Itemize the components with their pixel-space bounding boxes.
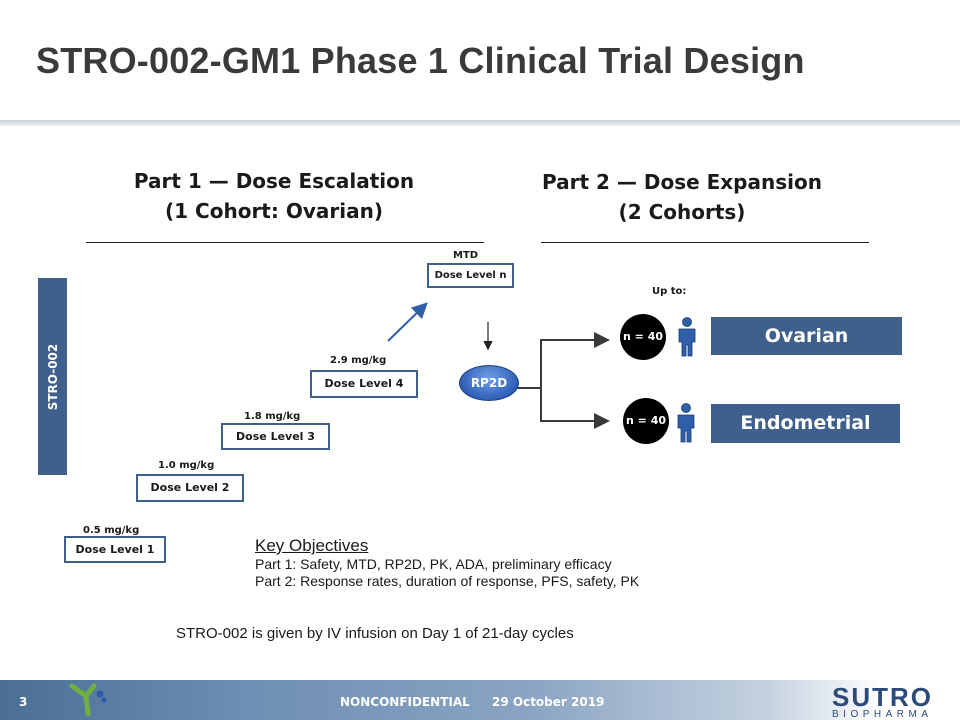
dose-level-3-dose: 1.8 mg/kg: [244, 411, 301, 422]
dose-level-n-box: Dose Level n: [427, 263, 514, 288]
footer-date: 29 October 2019: [492, 695, 605, 709]
escalation-arrow: [387, 302, 428, 342]
part2-heading-line2: (2 Cohorts): [618, 200, 746, 224]
sutro-logo: SUTRO BIOPHARMA: [832, 682, 942, 720]
page-number: 3: [19, 695, 28, 709]
part1-heading-line1: Part 1 — Dose Escalation: [133, 169, 415, 193]
dose-level-1-box: Dose Level 1: [64, 536, 166, 563]
dose-level-3-box: Dose Level 3: [221, 423, 330, 450]
title-divider: [0, 120, 960, 126]
ovarian-n-circle: n = 40: [620, 314, 666, 360]
slide-title: STRO-002-GM1 Phase 1 Clinical Trial Desi…: [36, 40, 805, 81]
key-objectives-heading: Key Objectives: [255, 536, 369, 555]
dosing-note: STRO-002 is given by IV infusion on Day …: [176, 625, 574, 642]
objectives-part1: Part 1: Safety, MTD, RP2D, PK, ADA, prel…: [255, 556, 612, 572]
dose-level-2-box: Dose Level 2: [136, 474, 244, 502]
logo-wordmark: SUTRO: [832, 682, 933, 712]
endometrial-n-circle: n = 40: [623, 398, 669, 444]
molecule-icon: [69, 683, 107, 717]
branch-ovarian-arrow: [517, 332, 610, 389]
dose-level-4-box: Dose Level 4: [310, 370, 418, 398]
up-to-label: Up to:: [652, 286, 687, 297]
part1-rule: [86, 242, 484, 243]
part2-rule: [541, 242, 869, 243]
endometrial-cohort-box: Endometrial: [711, 404, 900, 443]
ovarian-cohort-box: Ovarian: [711, 317, 902, 355]
rp2d-node: RP2D: [459, 365, 519, 401]
person-icon: [678, 317, 696, 357]
drug-label-bar: STRO-002: [38, 278, 67, 475]
part2-heading-line1: Part 2 — Dose Expansion: [542, 170, 822, 194]
objectives-part2: Part 2: Response rates, duration of resp…: [255, 573, 640, 589]
title-bar: [0, 0, 960, 120]
footer-bar: [0, 680, 960, 720]
key-objectives: Key Objectives Part 1: Safety, MTD, RP2D…: [255, 536, 639, 590]
part1-heading-line2: (1 Cohort: Ovarian): [165, 199, 383, 223]
dose-level-n-dose: MTD: [453, 250, 479, 261]
dose-level-4-dose: 2.9 mg/kg: [330, 355, 387, 366]
part2-heading: Part 2 — Dose Expansion (2 Cohorts): [522, 167, 842, 227]
confidentiality-label: NONCONFIDENTIAL: [340, 695, 470, 709]
person-icon: [677, 403, 695, 443]
logo-subtext: BIOPHARMA: [832, 709, 933, 720]
branch-endometrial-arrow: [540, 388, 610, 429]
dose-level-2-dose: 1.0 mg/kg: [158, 460, 215, 471]
part1-heading: Part 1 — Dose Escalation (1 Cohort: Ovar…: [104, 166, 444, 226]
dose-level-1-dose: 0.5 mg/kg: [83, 525, 140, 536]
